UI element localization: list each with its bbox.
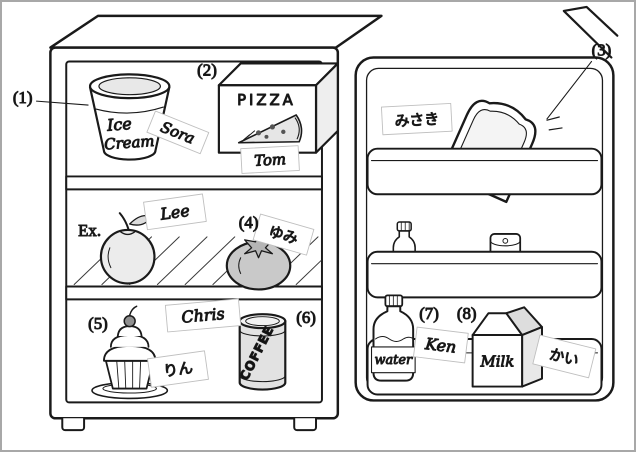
tag-lee-text: Lee: [158, 201, 191, 224]
coffee-can: COFFEE: [237, 313, 287, 391]
water-bottle: water: [370, 294, 416, 382]
ice-cream-text-line1: Ice: [105, 114, 132, 135]
ice-cream-text-line2: Cream: [104, 132, 155, 153]
label-2: (2): [197, 60, 217, 79]
tag-misaki: みさき: [380, 102, 453, 136]
door-panel: [354, 56, 615, 402]
tag-rin-text: りん: [162, 358, 194, 380]
cherry: [123, 314, 136, 328]
tag-chris-text: Chris: [181, 304, 226, 327]
shelf-slab-2: [65, 285, 323, 301]
tag-kai: かい: [532, 334, 597, 379]
tag-ken-text: Ken: [423, 334, 457, 357]
cabinet-foot-left: [61, 417, 86, 432]
tag-rin: りん: [147, 350, 209, 388]
tag-tom-text: Tom: [254, 150, 287, 170]
pointer-line-1: [35, 100, 89, 106]
milk-carton: Milk: [471, 306, 543, 388]
cupcake: [91, 305, 169, 400]
water-bottle-text: water: [374, 353, 412, 368]
ice-cream-cup: Ice Cream: [88, 73, 171, 161]
door-bin-middle: [366, 250, 603, 299]
label-5: (5): [88, 314, 108, 333]
tag-ken: Ken: [413, 326, 469, 364]
water-bottle-label: [370, 346, 416, 374]
label-6: (6): [296, 308, 316, 327]
door-top-edge: [562, 5, 619, 59]
pizza-box-text: PIZZA: [237, 91, 296, 109]
label-ex: Ex.: [78, 221, 101, 240]
pizza-box: PIZZA: [217, 62, 339, 154]
label-4: (4): [239, 213, 259, 232]
shelf-slab-1: [65, 175, 323, 191]
tag-kai-text: かい: [547, 345, 580, 370]
cabinet-foot-right: [293, 417, 318, 432]
tag-tom: Tom: [240, 145, 300, 174]
tag-misaki-text: みさき: [394, 110, 439, 130]
tag-lee: Lee: [143, 193, 207, 231]
pointer-line-3: [546, 60, 593, 120]
tomato: [225, 231, 292, 291]
tag-yumi: ゆみ: [252, 213, 315, 256]
label-8: (8): [457, 304, 477, 323]
pizza-slice: [237, 114, 303, 144]
label-1: (1): [13, 88, 33, 107]
tag-chris: Chris: [164, 298, 242, 333]
milk-carton-text: Milk: [480, 353, 515, 371]
cabinet-top-face: [49, 14, 383, 49]
label-3: (3): [592, 41, 612, 60]
label-7: (7): [419, 304, 439, 323]
door-bin-top: [366, 147, 603, 196]
